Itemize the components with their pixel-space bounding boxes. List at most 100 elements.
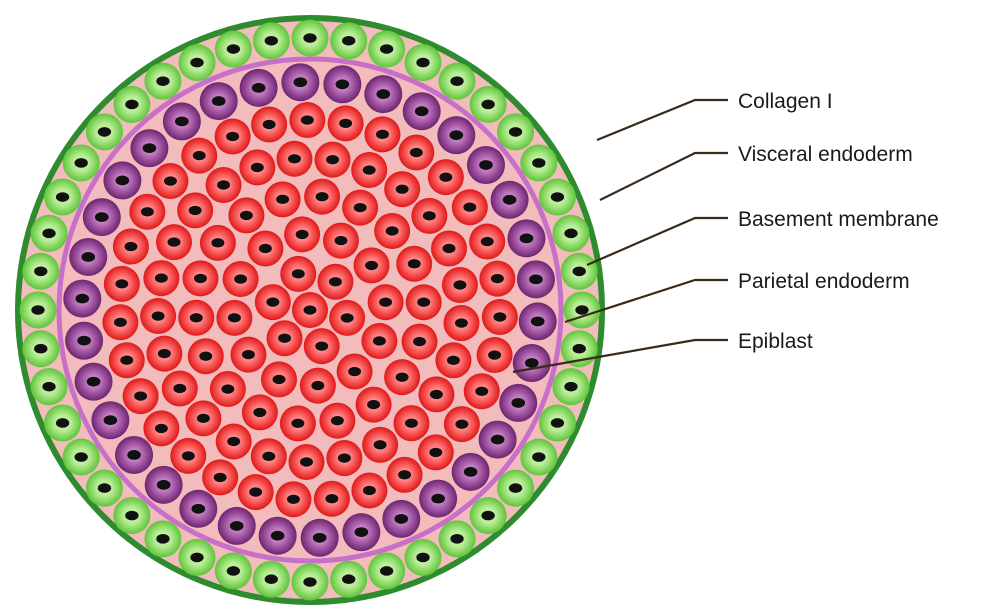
nucleus	[449, 130, 463, 140]
label-parietal-endoderm: Parietal endoderm	[738, 270, 910, 293]
nucleus	[443, 244, 456, 253]
nucleus	[242, 350, 255, 359]
epiblast-cell	[364, 116, 400, 152]
epiblast-cell	[317, 264, 353, 300]
nucleus	[87, 377, 101, 387]
nucleus	[194, 274, 207, 283]
epiblast-cell	[267, 320, 303, 356]
nucleus	[265, 574, 278, 584]
epiblast-cell	[431, 230, 467, 266]
visceral-cell	[63, 439, 100, 476]
nucleus	[143, 143, 157, 153]
nucleus	[423, 211, 436, 220]
nucleus	[341, 313, 354, 322]
nucleus	[405, 419, 418, 428]
nucleus	[331, 416, 344, 425]
nucleus	[296, 230, 309, 239]
nucleus	[304, 305, 317, 314]
parietal-cell	[452, 453, 490, 491]
nucleus	[367, 400, 380, 409]
nucleus	[77, 336, 91, 346]
nucleus	[56, 418, 69, 428]
nucleus	[227, 437, 240, 446]
nucleus	[479, 160, 493, 170]
nucleus	[190, 58, 203, 68]
nucleus	[531, 316, 545, 326]
nucleus	[190, 553, 203, 563]
nucleus	[329, 277, 342, 286]
epiblast-cell	[247, 230, 283, 266]
nucleus	[156, 534, 169, 544]
nucleus	[394, 514, 408, 524]
visceral-cell	[552, 368, 589, 405]
nucleus	[532, 452, 545, 462]
visceral-cell	[439, 63, 476, 100]
epiblast-cell	[398, 135, 434, 171]
visceral-cell	[253, 561, 290, 598]
nucleus	[249, 487, 262, 496]
visceral-cell	[439, 520, 476, 557]
visceral-cell	[31, 215, 68, 252]
nucleus	[511, 398, 525, 408]
nucleus	[199, 352, 212, 361]
epiblast-cell	[444, 406, 480, 442]
epiblast-cell	[351, 152, 387, 188]
epiblast-cell	[442, 267, 478, 303]
nucleus	[175, 116, 189, 126]
nucleus	[491, 435, 505, 445]
epiblast-cell	[435, 342, 471, 378]
epiblast-cell	[396, 246, 432, 282]
visceral-cell	[144, 520, 181, 557]
visceral-cell	[31, 368, 68, 405]
nucleus	[551, 192, 564, 202]
nucleus	[189, 206, 202, 215]
nucleus	[56, 192, 69, 202]
nucleus	[376, 89, 390, 99]
nucleus	[300, 457, 313, 466]
nucleus	[396, 372, 409, 381]
parietal-cell	[91, 401, 129, 439]
nucleus	[252, 83, 266, 93]
visceral-cell	[561, 253, 598, 290]
nucleus	[354, 203, 367, 212]
epiblast-cell	[276, 141, 312, 177]
nucleus	[155, 273, 168, 282]
epiblast-cell	[342, 190, 378, 226]
visceral-cell	[44, 179, 81, 216]
epiblast-cell	[351, 472, 387, 508]
nucleus	[168, 237, 181, 246]
visceral-cell	[520, 144, 557, 181]
nucleus	[431, 494, 445, 504]
epiblast-cell	[109, 342, 145, 378]
visceral-cell	[179, 539, 216, 576]
visceral-cell	[63, 144, 100, 181]
parietal-cell	[437, 116, 475, 154]
parietal-cell	[467, 146, 505, 184]
nucleus	[316, 192, 329, 201]
epiblast-cell	[315, 142, 351, 178]
parietal-cell	[491, 181, 529, 219]
nucleus	[253, 408, 266, 417]
visceral-cell	[330, 561, 367, 598]
nucleus	[450, 76, 463, 86]
epiblast-cell	[146, 336, 182, 372]
nucleus	[212, 96, 226, 106]
visceral-cell	[404, 44, 441, 81]
parietal-cell	[259, 517, 297, 555]
epiblast-cell	[356, 387, 392, 423]
nucleus	[155, 424, 168, 433]
nucleus	[227, 44, 240, 54]
nucleus	[81, 252, 95, 262]
nucleus	[455, 318, 468, 327]
epiblast-cell	[242, 394, 278, 430]
nucleus	[463, 203, 476, 212]
visceral-cell	[113, 497, 150, 534]
nucleus	[416, 553, 429, 563]
label-collagen: Collagen I	[738, 90, 833, 113]
nucleus	[228, 313, 241, 322]
nucleus	[158, 349, 171, 358]
parietal-cell	[281, 63, 319, 101]
nucleus	[325, 494, 338, 503]
epiblast-cell	[319, 403, 355, 439]
epiblast-cell	[216, 423, 252, 459]
